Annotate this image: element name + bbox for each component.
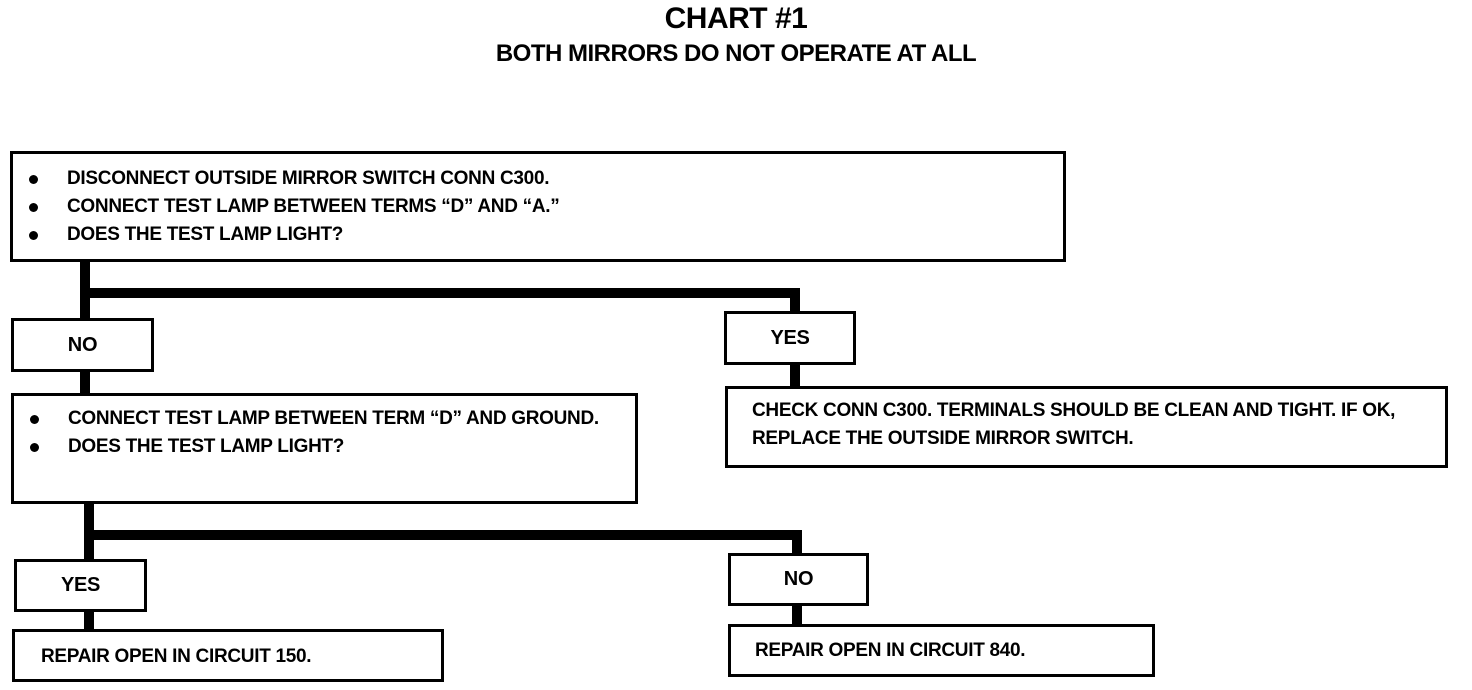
step2-no-label: NO bbox=[728, 553, 869, 606]
step1-no-label: NO bbox=[11, 318, 154, 372]
step1-yes-label: YES bbox=[724, 311, 856, 365]
step1-yes-action-box: CHECK CONN C300. TERMINALS SHOULD BE CLE… bbox=[725, 386, 1448, 468]
connector-step1-yes-drop bbox=[790, 288, 800, 313]
step2-no-action-box: REPAIR OPEN IN CIRCUIT 840. bbox=[728, 624, 1155, 677]
step1-yes-action-text: CHECK CONN C300. TERMINALS SHOULD BE CLE… bbox=[752, 400, 1396, 449]
step2-yes-action-text: REPAIR OPEN IN CIRCUIT 150. bbox=[41, 646, 312, 667]
step1-bullet: CONNECT TEST LAMP BETWEEN TERMS “D” AND … bbox=[13, 193, 1063, 221]
step2-bullet: DOES THE TEST LAMP LIGHT? bbox=[14, 433, 635, 461]
connector-step2-branch bbox=[84, 530, 802, 540]
connector-yes-to-action bbox=[790, 362, 800, 389]
step1-bullet: DOES THE TEST LAMP LIGHT? bbox=[13, 221, 1063, 249]
connector-step1-branch bbox=[80, 288, 800, 298]
step1-test-box: DISCONNECT OUTSIDE MIRROR SWITCH CONN C3… bbox=[10, 151, 1066, 262]
chart-title: CHART #1 bbox=[664, 2, 808, 35]
connector-step2-no-drop bbox=[792, 530, 802, 556]
connector-step2-no-to-action bbox=[792, 602, 802, 627]
step1-bullet: DISCONNECT OUTSIDE MIRROR SWITCH CONN C3… bbox=[13, 165, 1063, 193]
step2-yes-label: YES bbox=[14, 559, 147, 612]
step2-bullet: CONNECT TEST LAMP BETWEEN TERM “D” AND G… bbox=[14, 405, 635, 433]
step1-bullet-list: DISCONNECT OUTSIDE MIRROR SWITCH CONN C3… bbox=[13, 165, 1063, 249]
connector-no-to-step2 bbox=[80, 369, 90, 395]
step2-no-action-text: REPAIR OPEN IN CIRCUIT 840. bbox=[755, 640, 1026, 661]
step2-yes-action-box: REPAIR OPEN IN CIRCUIT 150. bbox=[12, 629, 444, 682]
chart-subtitle: BOTH MIRRORS DO NOT OPERATE AT ALL bbox=[495, 40, 977, 67]
step2-bullet-list: CONNECT TEST LAMP BETWEEN TERM “D” AND G… bbox=[14, 405, 635, 461]
connector-step2-yes-to-action bbox=[84, 608, 94, 632]
step2-test-box: CONNECT TEST LAMP BETWEEN TERM “D” AND G… bbox=[11, 393, 638, 504]
